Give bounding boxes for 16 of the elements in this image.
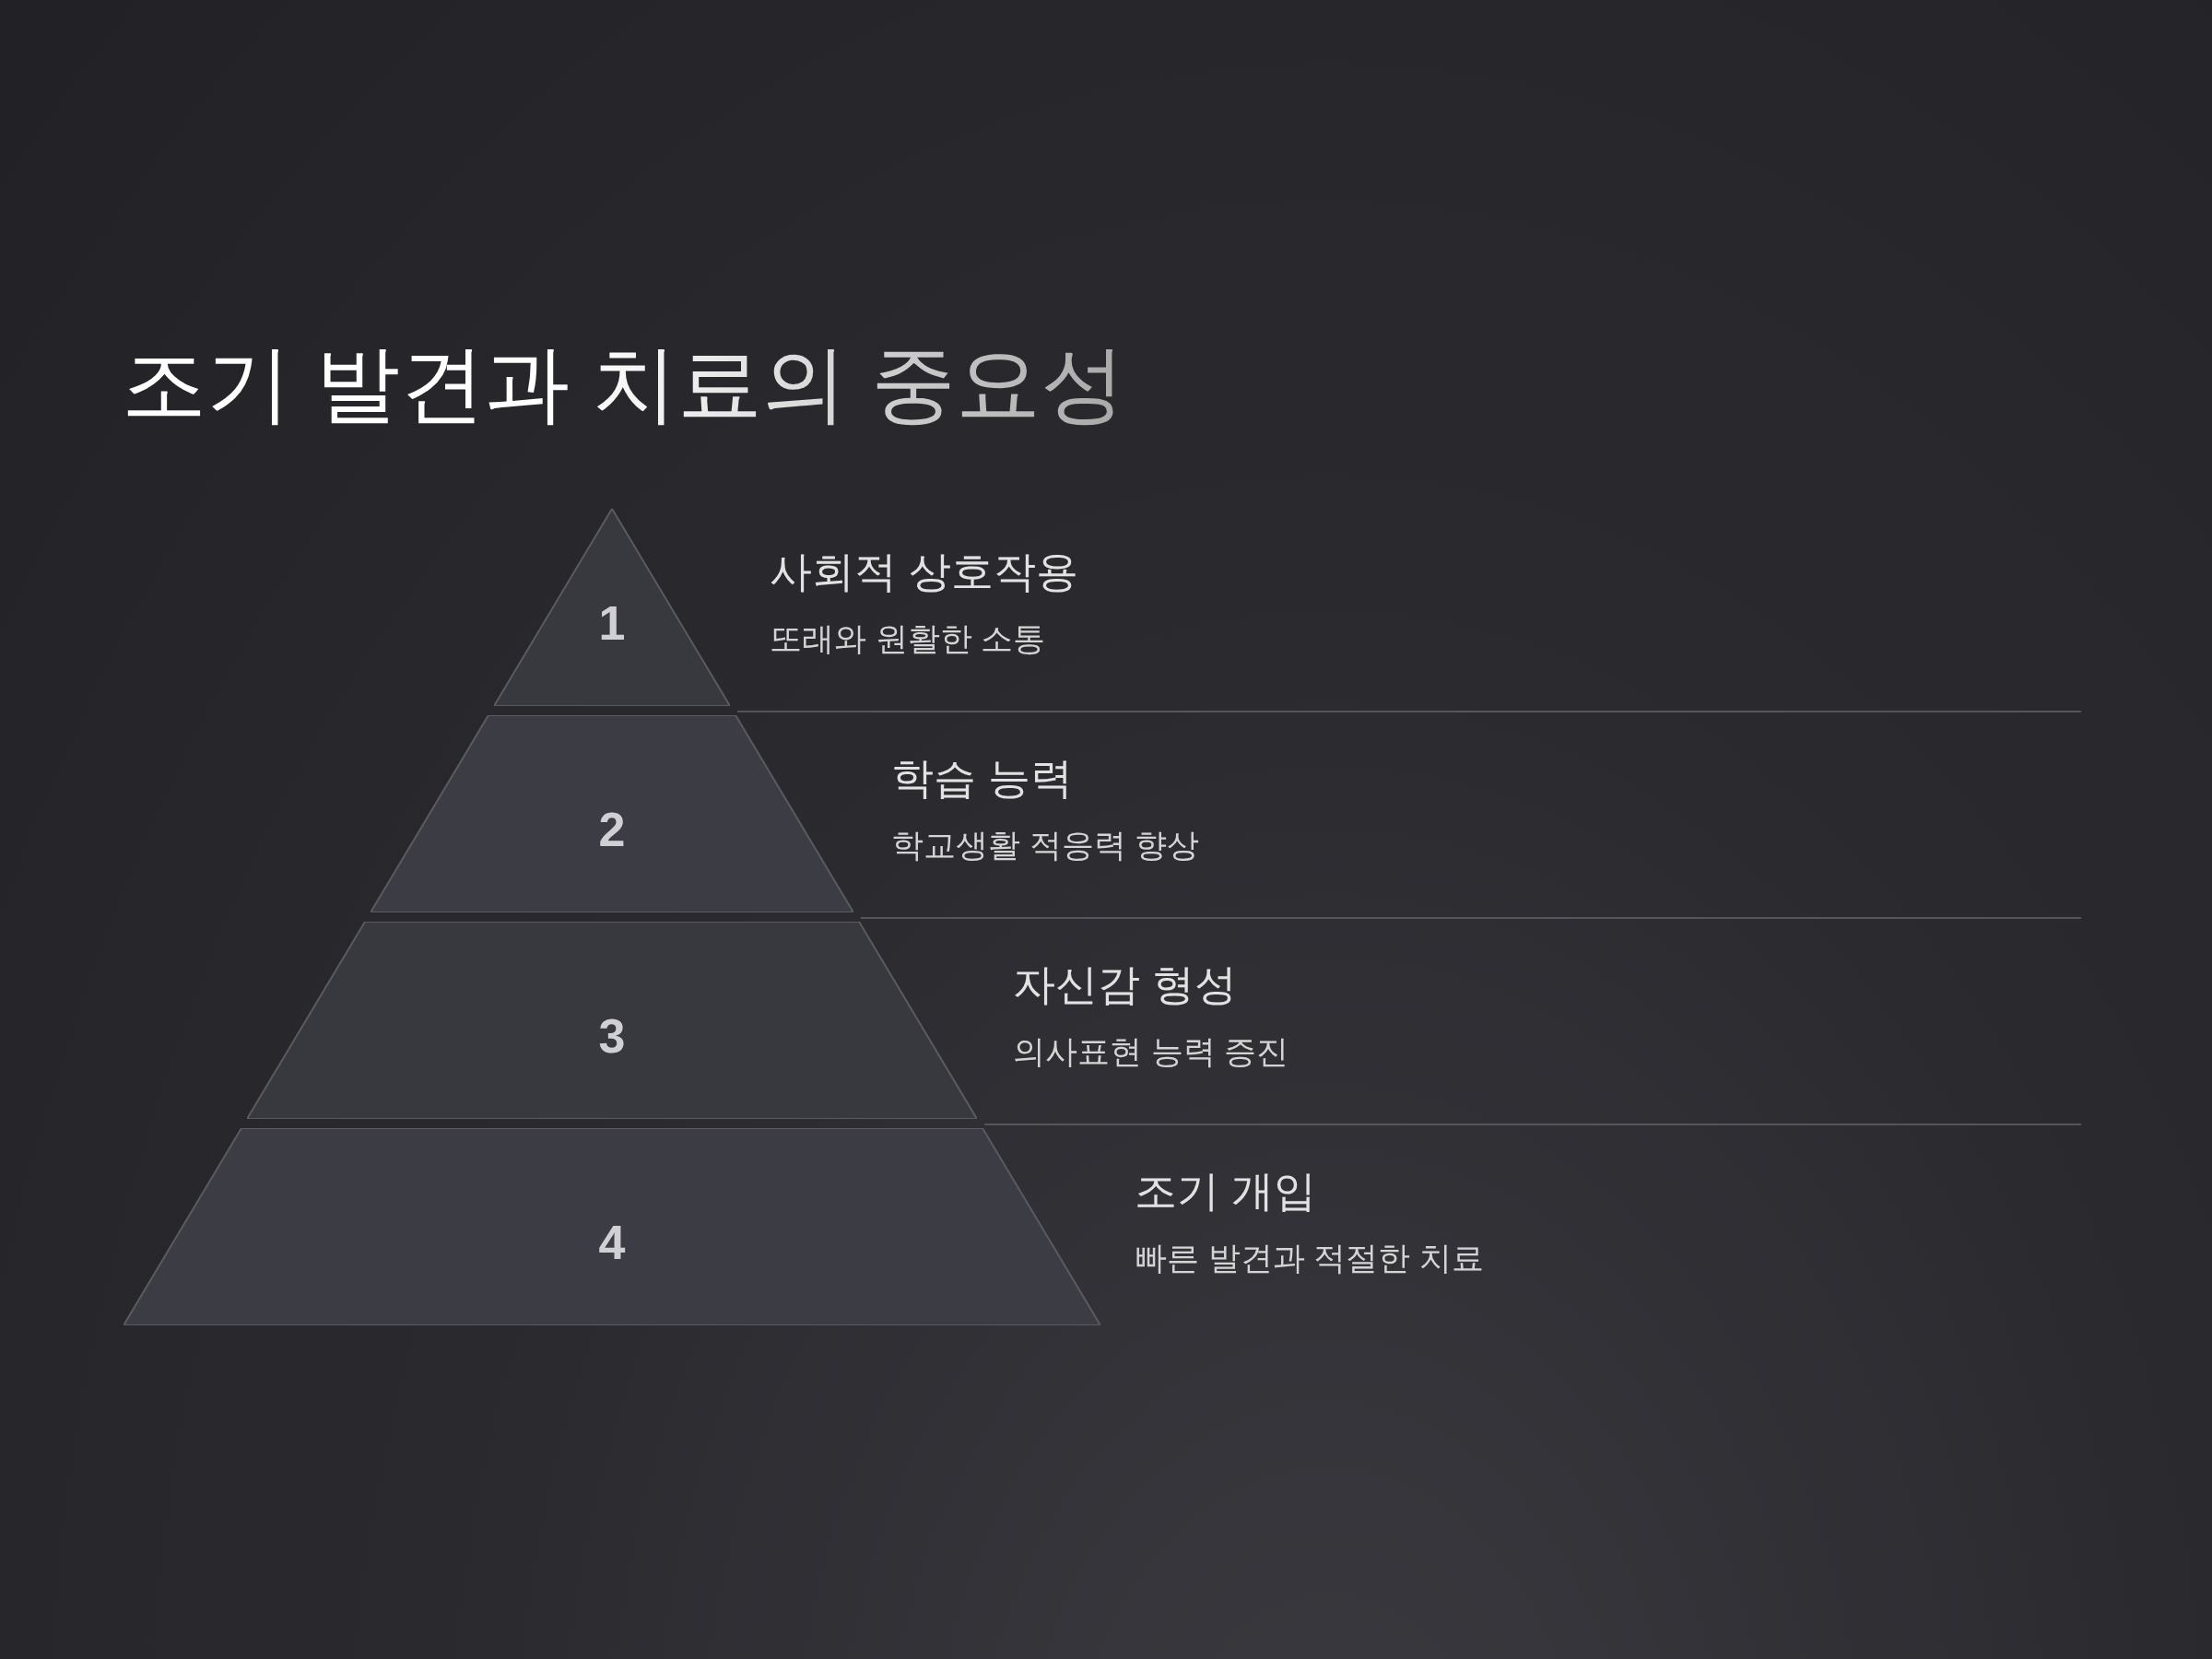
layer-heading: 학습 능력 — [891, 753, 1073, 804]
layer-number: 4 — [598, 1215, 626, 1271]
layer-number: 3 — [598, 1008, 626, 1065]
layer-description: 학교생활 적응력 향상 — [891, 826, 1200, 865]
pyramid-layer — [494, 509, 730, 706]
layer-number: 2 — [598, 802, 626, 858]
layer-description: 의사표현 능력 증진 — [1013, 1032, 1289, 1071]
pyramid-layer — [124, 1128, 1100, 1325]
layer-heading: 자신감 형성 — [1013, 959, 1237, 1010]
layer-description: 또래와 원활한 소통 — [770, 619, 1046, 658]
layer-heading: 조기 개입 — [1135, 1166, 1316, 1217]
pyramid-layer — [371, 715, 853, 912]
layer-description: 빠른 발견과 적절한 치료 — [1135, 1239, 1485, 1277]
layer-heading: 사회적 상호작용 — [770, 547, 1078, 597]
layer-number: 1 — [598, 595, 626, 652]
pyramid-layer — [247, 922, 977, 1119]
